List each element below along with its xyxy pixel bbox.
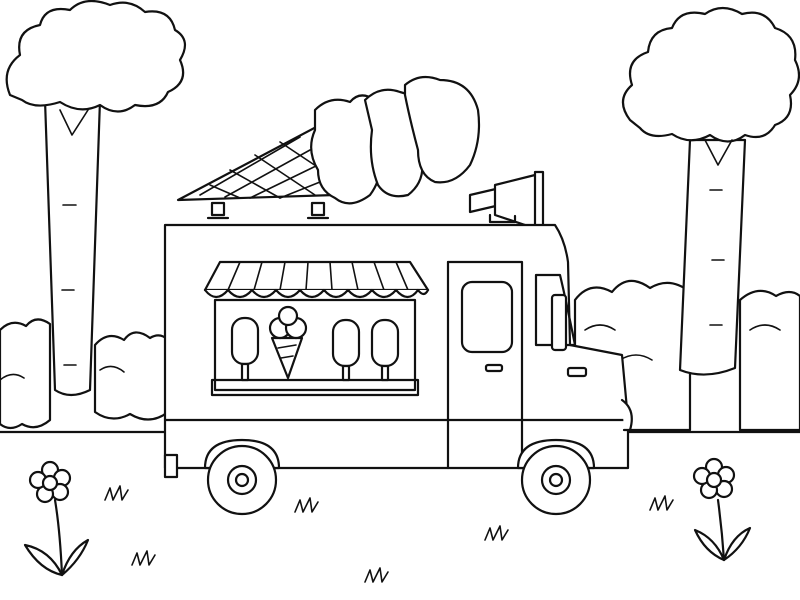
front-bumper bbox=[620, 398, 633, 432]
popsicle-icon bbox=[230, 316, 260, 382]
left-tree bbox=[5, 0, 187, 397]
popsicle-icon bbox=[370, 318, 400, 382]
rear-wheel bbox=[203, 438, 281, 516]
door-handle bbox=[484, 363, 504, 373]
roof-ice-cream-cone bbox=[176, 75, 481, 220]
right-tree bbox=[621, 6, 800, 376]
roof-bracket-right bbox=[310, 201, 326, 217]
roof-bracket-left bbox=[210, 201, 226, 217]
cab-door bbox=[446, 260, 524, 470]
flower-right bbox=[692, 457, 752, 562]
awning-scallops bbox=[203, 288, 430, 299]
grass-tufts bbox=[104, 485, 674, 583]
flower-left bbox=[23, 460, 90, 577]
popsicle-icon bbox=[331, 318, 361, 382]
rear-light bbox=[163, 453, 179, 479]
left-bushes bbox=[0, 318, 170, 430]
serving-window bbox=[213, 298, 417, 392]
ice-cream-cone-icon bbox=[268, 305, 308, 380]
roof-scoop-3 bbox=[403, 75, 481, 184]
megaphone-icon bbox=[468, 170, 545, 234]
cab-side-window bbox=[460, 280, 514, 354]
headlight bbox=[566, 366, 588, 378]
front-wheel bbox=[516, 438, 596, 516]
windshield bbox=[534, 273, 577, 347]
ice-cream-truck bbox=[163, 223, 633, 516]
window-awning bbox=[203, 260, 430, 299]
side-mirror bbox=[550, 293, 568, 352]
